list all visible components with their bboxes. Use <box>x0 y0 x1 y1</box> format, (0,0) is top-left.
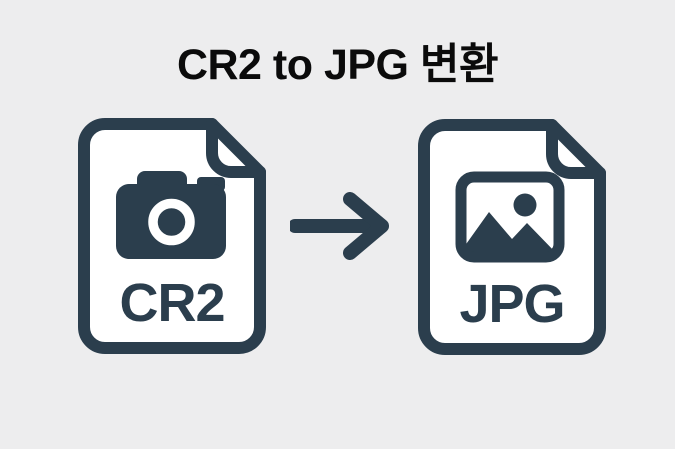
folded-corner <box>546 119 606 179</box>
camera-lens <box>148 198 195 246</box>
camera-icon <box>116 171 226 259</box>
cr2-file-icon: CR2 <box>78 118 266 354</box>
source-file-label: CR2 <box>119 273 224 333</box>
sun-dot <box>513 193 537 217</box>
jpg-file-icon: JPG <box>418 119 606 355</box>
page-title: CR2 to JPG 변환 <box>176 41 499 89</box>
folded-corner <box>206 118 266 178</box>
mountains <box>466 212 554 252</box>
target-file-label: JPG <box>459 274 564 334</box>
arrow-right-icon <box>290 192 389 260</box>
image-icon <box>455 171 565 263</box>
